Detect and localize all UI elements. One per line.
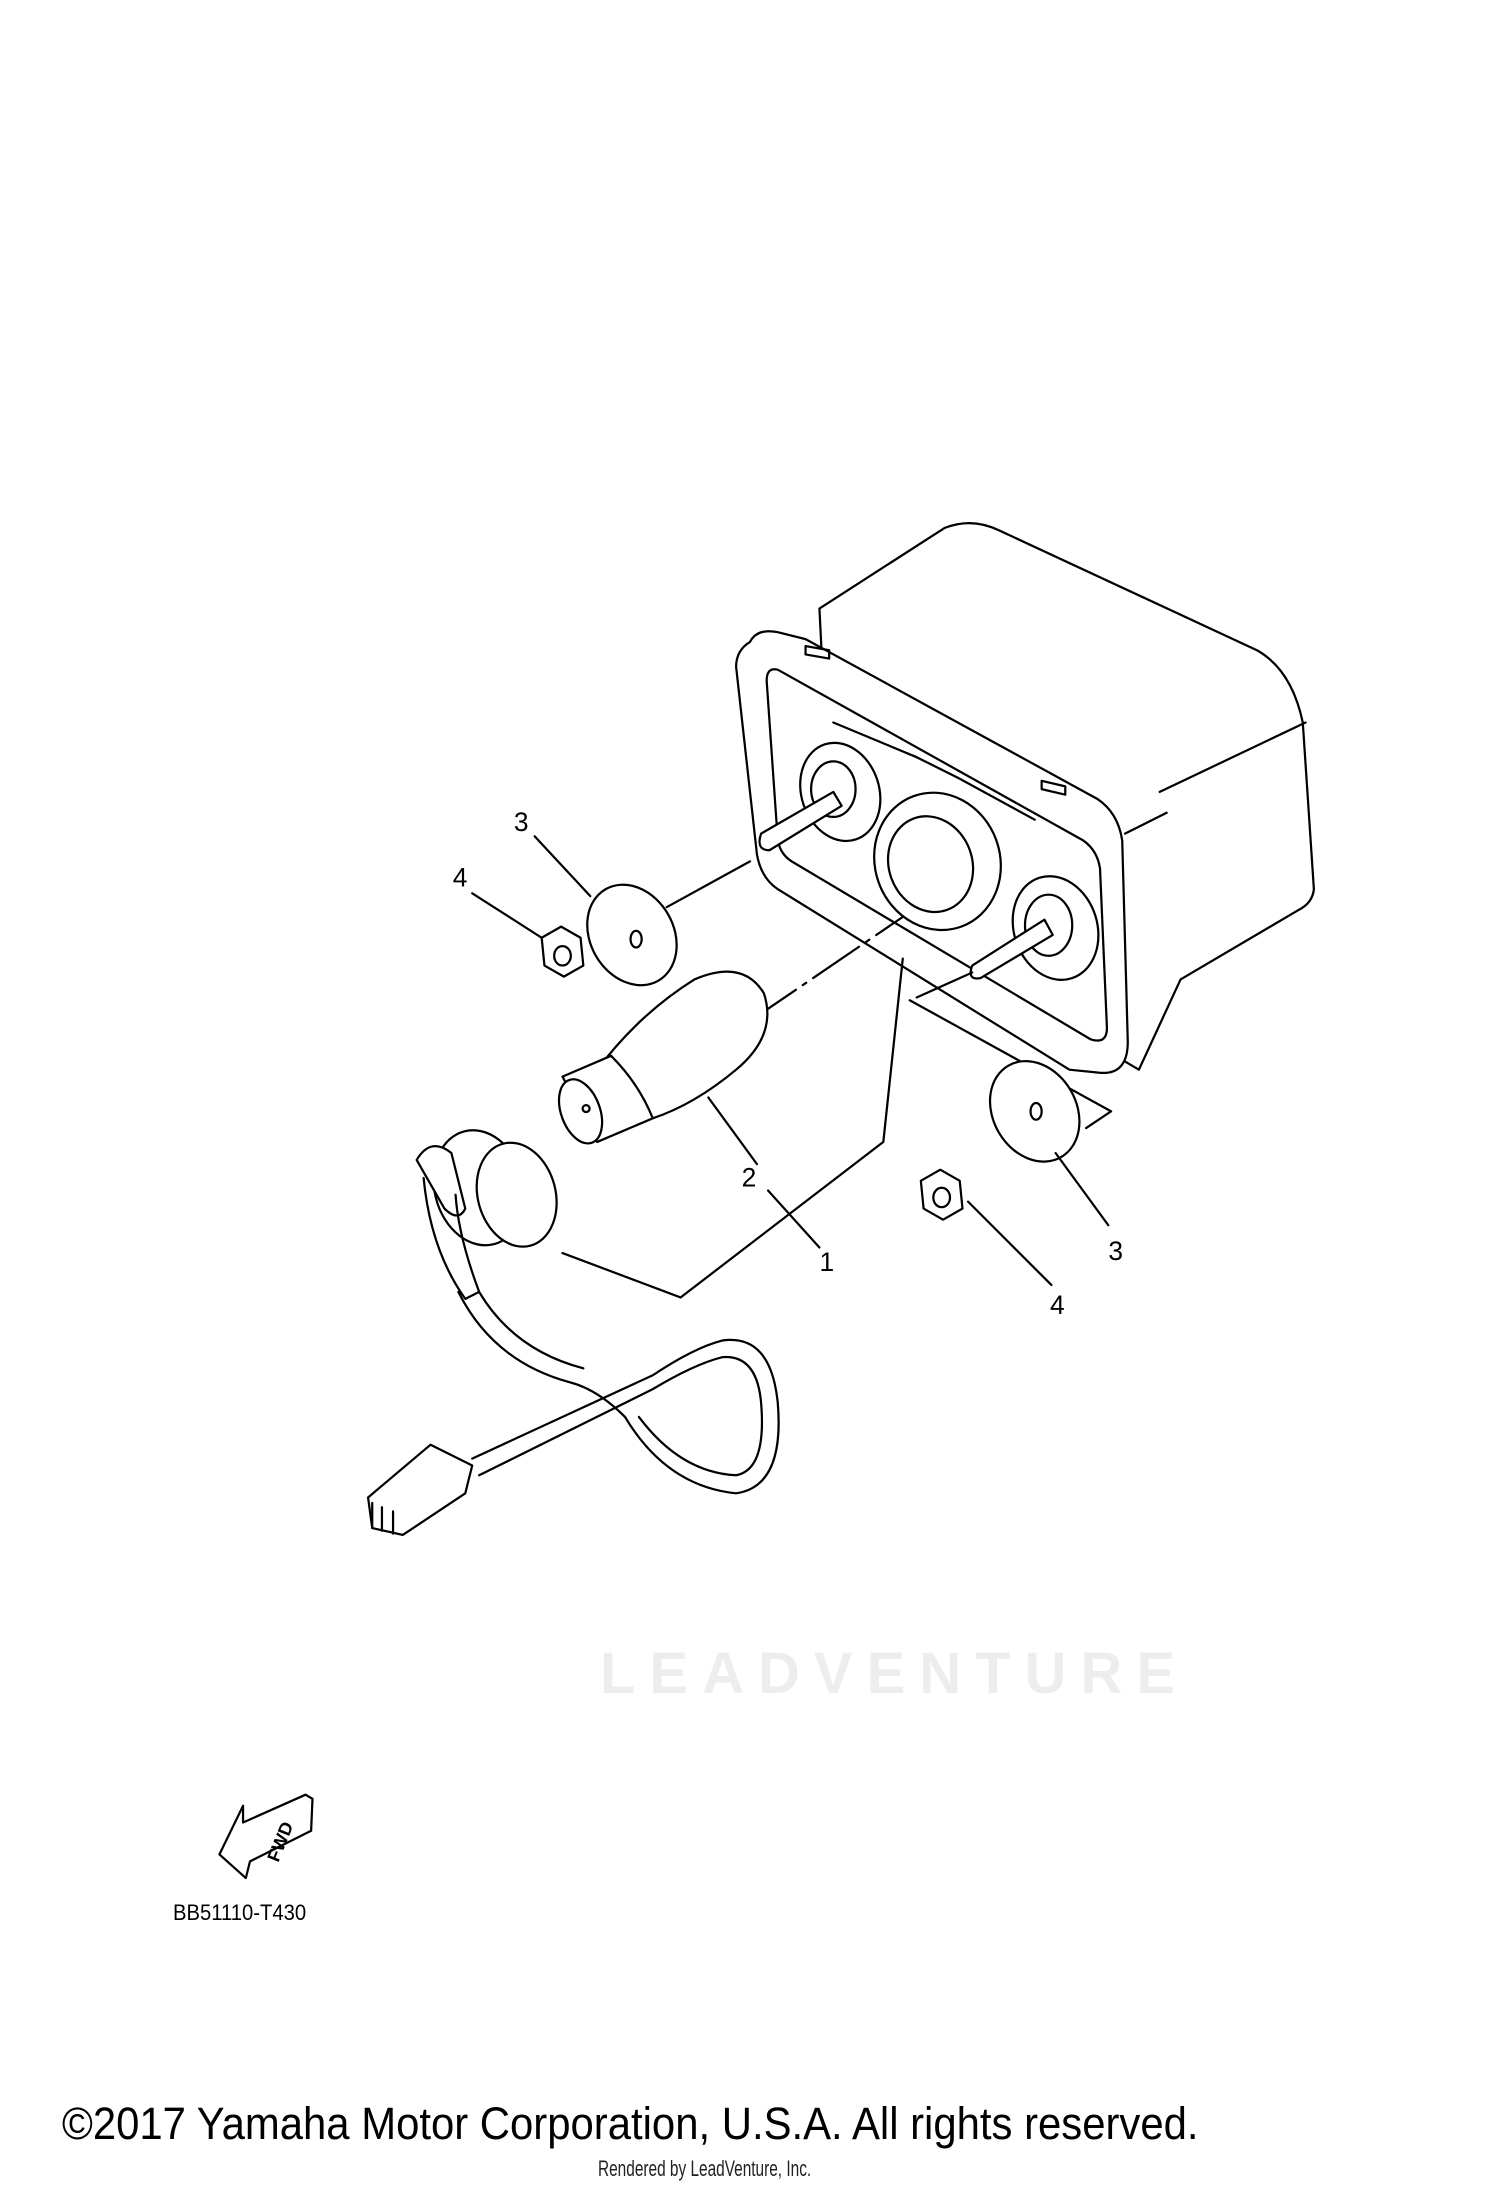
leader-line bbox=[471, 892, 543, 939]
bracket-line bbox=[561, 957, 904, 1299]
leader-line bbox=[533, 835, 592, 898]
washer-right bbox=[988, 1060, 1081, 1163]
callout-3-right: 3 bbox=[1108, 1236, 1123, 1266]
callout-2: 2 bbox=[742, 1162, 757, 1192]
socket-harness bbox=[366, 1129, 780, 1537]
assembly-line bbox=[665, 860, 752, 909]
callout-3-left: 3 bbox=[514, 807, 529, 837]
callout-4-left: 4 bbox=[453, 862, 468, 892]
fwd-arrow-icon: FWD bbox=[218, 1793, 314, 1880]
copyright-notice: ©2017 Yamaha Motor Corporation, U.S.A. A… bbox=[62, 2098, 1199, 2149]
nut-right bbox=[919, 1168, 964, 1221]
assembly-line bbox=[748, 915, 904, 1023]
watermark: LEADVENTURE bbox=[600, 1641, 1190, 1706]
leader-line bbox=[1054, 1151, 1110, 1227]
rendered-by: Rendered by LeadVenture, Inc. bbox=[598, 2156, 812, 2181]
assembly-line bbox=[915, 971, 974, 999]
tail-light-housing bbox=[735, 522, 1315, 1075]
leader-line bbox=[966, 1200, 1053, 1287]
assembly-line bbox=[908, 999, 1113, 1130]
callout-1: 1 bbox=[819, 1247, 834, 1277]
washer-left bbox=[586, 883, 678, 987]
leader-line bbox=[707, 1096, 759, 1166]
leader-line bbox=[766, 1189, 821, 1249]
bulb bbox=[557, 970, 769, 1145]
diagram-code: BB51110-T430 bbox=[173, 1900, 307, 1925]
callout-4-right: 4 bbox=[1050, 1290, 1065, 1320]
nut-left bbox=[540, 925, 585, 978]
